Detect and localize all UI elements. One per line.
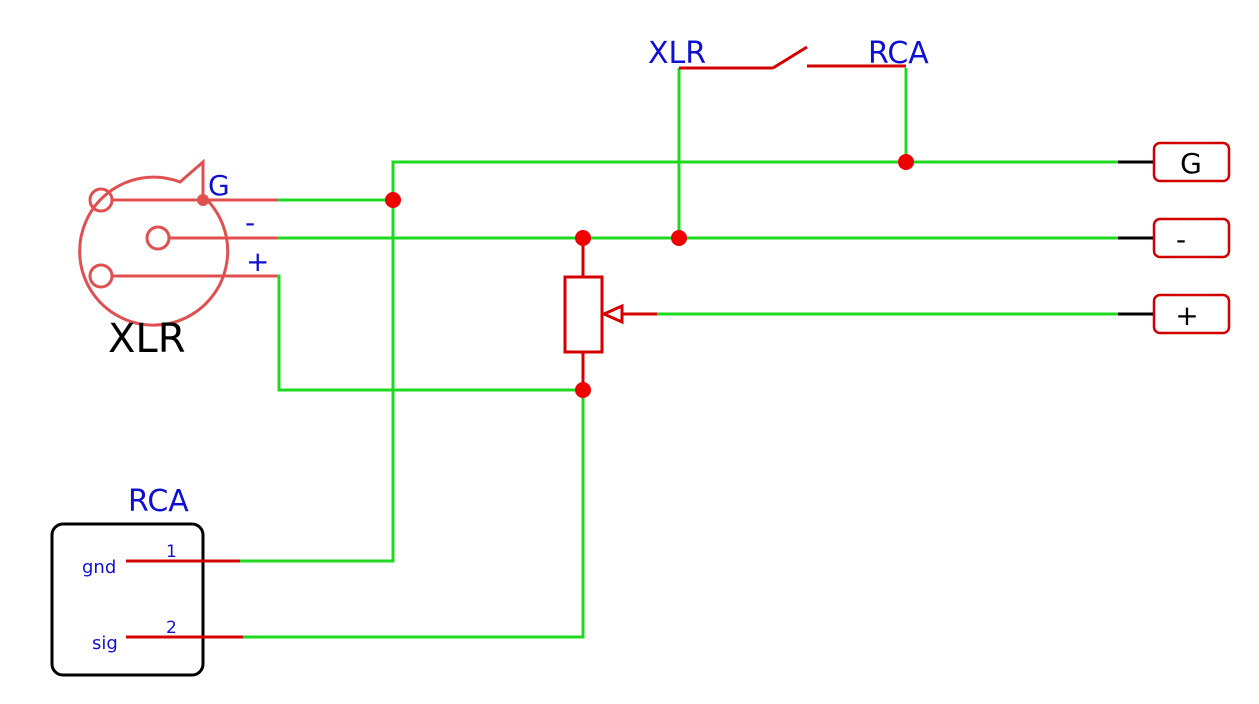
wire-sig-to-rca (243, 390, 585, 639)
xlr-pin-3 (88, 263, 114, 289)
xlr-pin-minus-label: - (245, 206, 255, 239)
junction-switch-g (898, 154, 914, 170)
pot-body (563, 275, 604, 354)
wire-g-rail (391, 160, 1118, 200)
switch-lever (772, 45, 808, 70)
output-minus-terminal (1152, 217, 1231, 259)
xlr-title: XLR (108, 316, 185, 362)
rca-pin2-number: 2 (166, 618, 177, 638)
junction-xlr-g (385, 192, 401, 208)
xlr-body-outline (78, 158, 230, 327)
junction-pot-bottom (575, 382, 591, 398)
xlr-pin-2 (145, 225, 171, 251)
output-g-label: G (1180, 147, 1202, 180)
wire-ground-to-rca (240, 200, 395, 563)
selector-switch: XLR RCA (648, 36, 929, 71)
output-plus-terminal (1152, 293, 1231, 335)
xlr-connector: G - + XLR (78, 158, 277, 362)
rca-pin1-number: 1 (166, 542, 177, 562)
xlr-pin-g-label: G (208, 169, 230, 202)
rca-connector: RCA 1 2 gnd sig (50, 484, 243, 677)
potentiometer (563, 238, 657, 390)
switch-rca-label: RCA (868, 36, 929, 71)
junctions (385, 154, 914, 398)
rca-pin1-name: gnd (82, 557, 116, 578)
rca-pin2-name: sig (92, 633, 118, 654)
output-minus-label: - (1176, 223, 1186, 256)
output-plus-label: + (1175, 299, 1198, 332)
pot-wiper-arrow (600, 303, 624, 325)
output-terminals: G - + (1118, 141, 1231, 335)
wires (240, 68, 1118, 639)
junction-switch-minus (671, 230, 687, 246)
xlr-pin-plus-label: + (246, 245, 269, 278)
rca-body (50, 522, 205, 677)
switch-xlr-label: XLR (648, 36, 706, 71)
output-g-terminal (1152, 141, 1231, 183)
junction-pot-top (575, 230, 591, 246)
rca-title: RCA (128, 484, 189, 519)
wire-xlr-plus (277, 274, 583, 392)
